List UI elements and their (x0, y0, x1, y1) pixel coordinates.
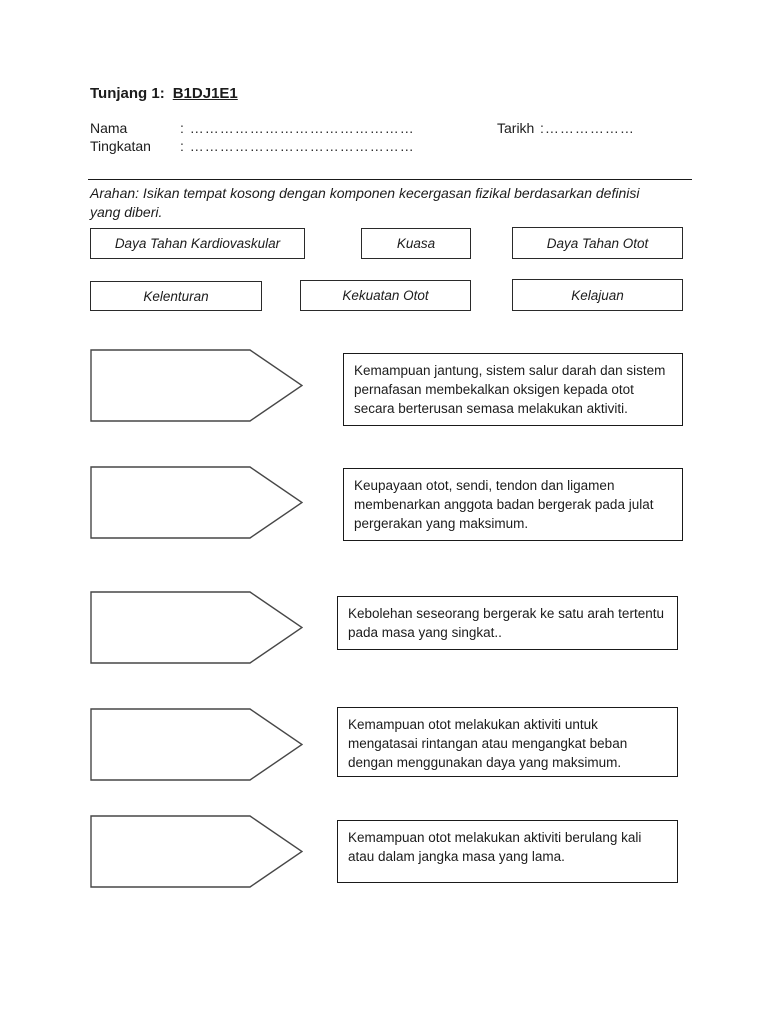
section-divider-line (88, 179, 692, 180)
arrow-right-shape (90, 349, 303, 422)
tingkatan-blank-line: : ……………………………………… (180, 138, 415, 154)
nama-label: Nama (90, 120, 128, 136)
wordbank-kelajuan: Kelajuan (512, 279, 683, 311)
wordbank-kuasa: Kuasa (361, 228, 471, 259)
definition-box-3: Kebolehan seseorang bergerak ke satu ara… (337, 596, 678, 650)
answer-arrow-blank-4 (90, 708, 303, 781)
answer-arrow-blank-5 (90, 815, 303, 888)
arrow-right-shape (90, 591, 303, 664)
instruction-text: Arahan: Isikan tempat kosong dengan komp… (90, 185, 640, 220)
wordbank-label: Kuasa (396, 236, 436, 251)
answer-arrow-blank-3 (90, 591, 303, 664)
wordbank-label: Kelajuan (571, 287, 624, 303)
wordbank-label: Daya Tahan Otot (546, 235, 649, 251)
wordbank-label: Daya Tahan Kardiovaskular (114, 236, 281, 251)
definition-box-4: Kemampuan otot melakukan aktiviti untuk … (337, 707, 678, 777)
definition-box-2: Keupayaan otot, sendi, tendon dan ligame… (343, 468, 683, 541)
definition-box-1: Kemampuan jantung, sistem salur darah da… (343, 353, 683, 426)
wordbank-daya-tahan-kardiovaskular: Daya Tahan Kardiovaskular (90, 228, 305, 259)
arrow-right-shape (90, 815, 303, 888)
page-title-prefix: Tunjang 1: (90, 85, 165, 102)
arrow-right-shape (90, 466, 303, 539)
answer-arrow-blank-2 (90, 466, 303, 539)
tingkatan-label: Tingkatan (90, 138, 151, 154)
definition-box-5: Kemampuan otot melakukan aktiviti berula… (337, 820, 678, 883)
answer-arrow-blank-1 (90, 349, 303, 422)
page-title: Tunjang 1: B1DJ1E1 (90, 85, 238, 102)
page-title-code: B1DJ1E1 (172, 85, 238, 102)
wordbank-kekuatan-otot: Kekuatan Otot (300, 280, 471, 311)
tarikh-blank-line: :……………… (540, 120, 635, 136)
wordbank-daya-tahan-otot: Daya Tahan Otot (512, 227, 683, 259)
nama-blank-line: : ……………………………………… (180, 120, 415, 136)
tarikh-label: Tarikh (497, 120, 535, 136)
wordbank-label: Kekuatan Otot (342, 288, 429, 303)
arrow-right-shape (90, 708, 303, 781)
wordbank-label: Kelenturan (143, 288, 209, 304)
wordbank-kelenturan: Kelenturan (90, 281, 262, 311)
